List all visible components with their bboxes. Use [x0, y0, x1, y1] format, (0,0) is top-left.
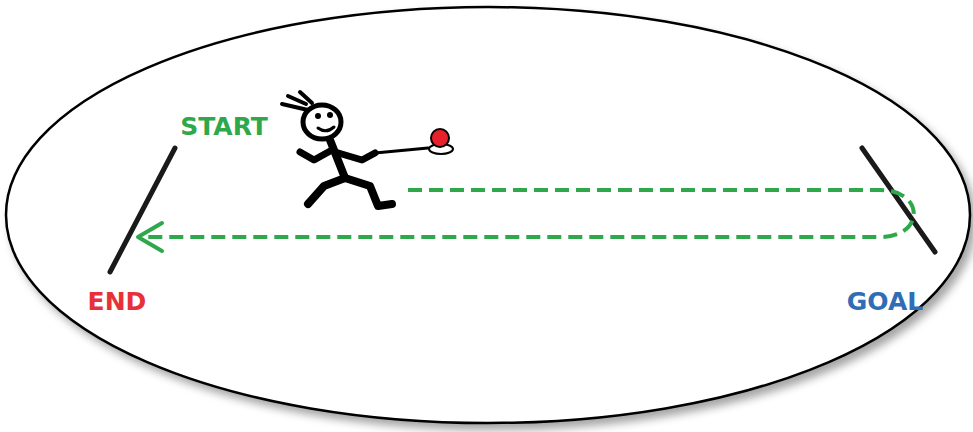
runner-figure	[282, 92, 428, 206]
route-arrowhead	[138, 223, 162, 251]
start-line	[110, 148, 175, 272]
goal-label: GOAL	[847, 289, 923, 314]
end-label: END	[88, 289, 147, 314]
route-path	[142, 190, 914, 237]
field-ellipse	[6, 7, 970, 423]
start-label: START	[180, 114, 268, 139]
egg-ball	[431, 129, 449, 147]
